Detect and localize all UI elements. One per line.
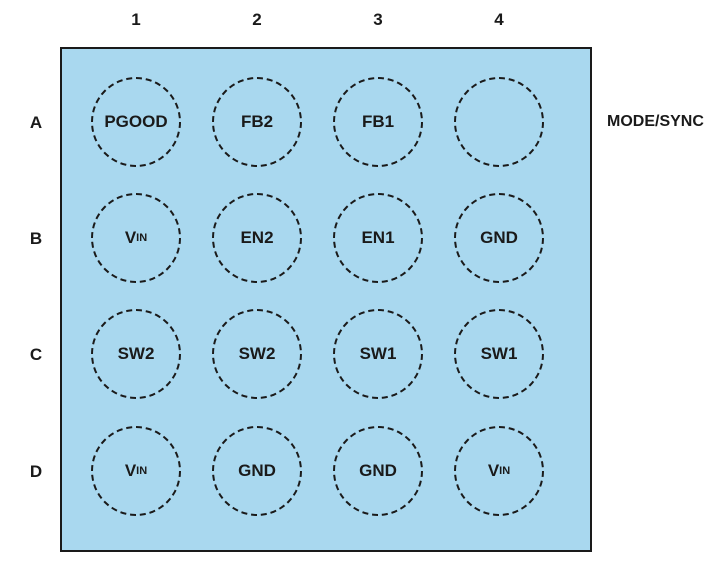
ball-b1-subscript: IN [136, 232, 148, 244]
ball-c3-label: SW1 [359, 344, 397, 363]
ball-a3-label: FB1 [361, 112, 395, 131]
row-label-c: C [29, 345, 43, 364]
ball-d1-subscript: IN [136, 465, 148, 477]
ball-a2: FB2 [212, 77, 302, 167]
mode-sync-label: MODE/SYNC [607, 113, 704, 130]
row-label-b: B [29, 229, 43, 248]
row-label-d: D [29, 462, 43, 481]
ball-a1: PGOOD [91, 77, 181, 167]
ball-a4 [454, 77, 544, 167]
ball-b3: EN1 [333, 193, 423, 283]
ball-d4-subscript: IN [499, 465, 511, 477]
ball-c1: SW2 [91, 309, 181, 399]
row-label-a: A [29, 113, 43, 132]
ball-d3: GND [333, 426, 423, 516]
column-label-3: 3 [373, 10, 383, 29]
ball-b1-label: V [124, 228, 137, 247]
ball-c4: SW1 [454, 309, 544, 399]
ball-c3: SW1 [333, 309, 423, 399]
ball-d4-label: V [487, 461, 500, 480]
ball-d1-label: V [124, 461, 137, 480]
ball-b2: EN2 [212, 193, 302, 283]
ball-c1-label: SW2 [117, 344, 155, 363]
column-label-1: 1 [131, 10, 141, 29]
ball-c2-label: SW2 [238, 344, 276, 363]
ball-a3: FB1 [333, 77, 423, 167]
ball-d2: GND [212, 426, 302, 516]
ball-b2-label: EN2 [240, 228, 274, 247]
ball-d3-label: GND [359, 461, 397, 480]
ball-b3-label: EN1 [361, 228, 395, 247]
ball-b4: GND [454, 193, 544, 283]
column-label-2: 2 [252, 10, 262, 29]
ball-b4-label: GND [480, 228, 518, 247]
ball-c4-label: SW1 [480, 344, 518, 363]
column-label-4: 4 [494, 10, 504, 29]
ball-c2: SW2 [212, 309, 302, 399]
ball-a2-label: FB2 [240, 112, 274, 131]
ball-d2-label: GND [238, 461, 276, 480]
ball-a1-label: PGOOD [104, 112, 168, 131]
